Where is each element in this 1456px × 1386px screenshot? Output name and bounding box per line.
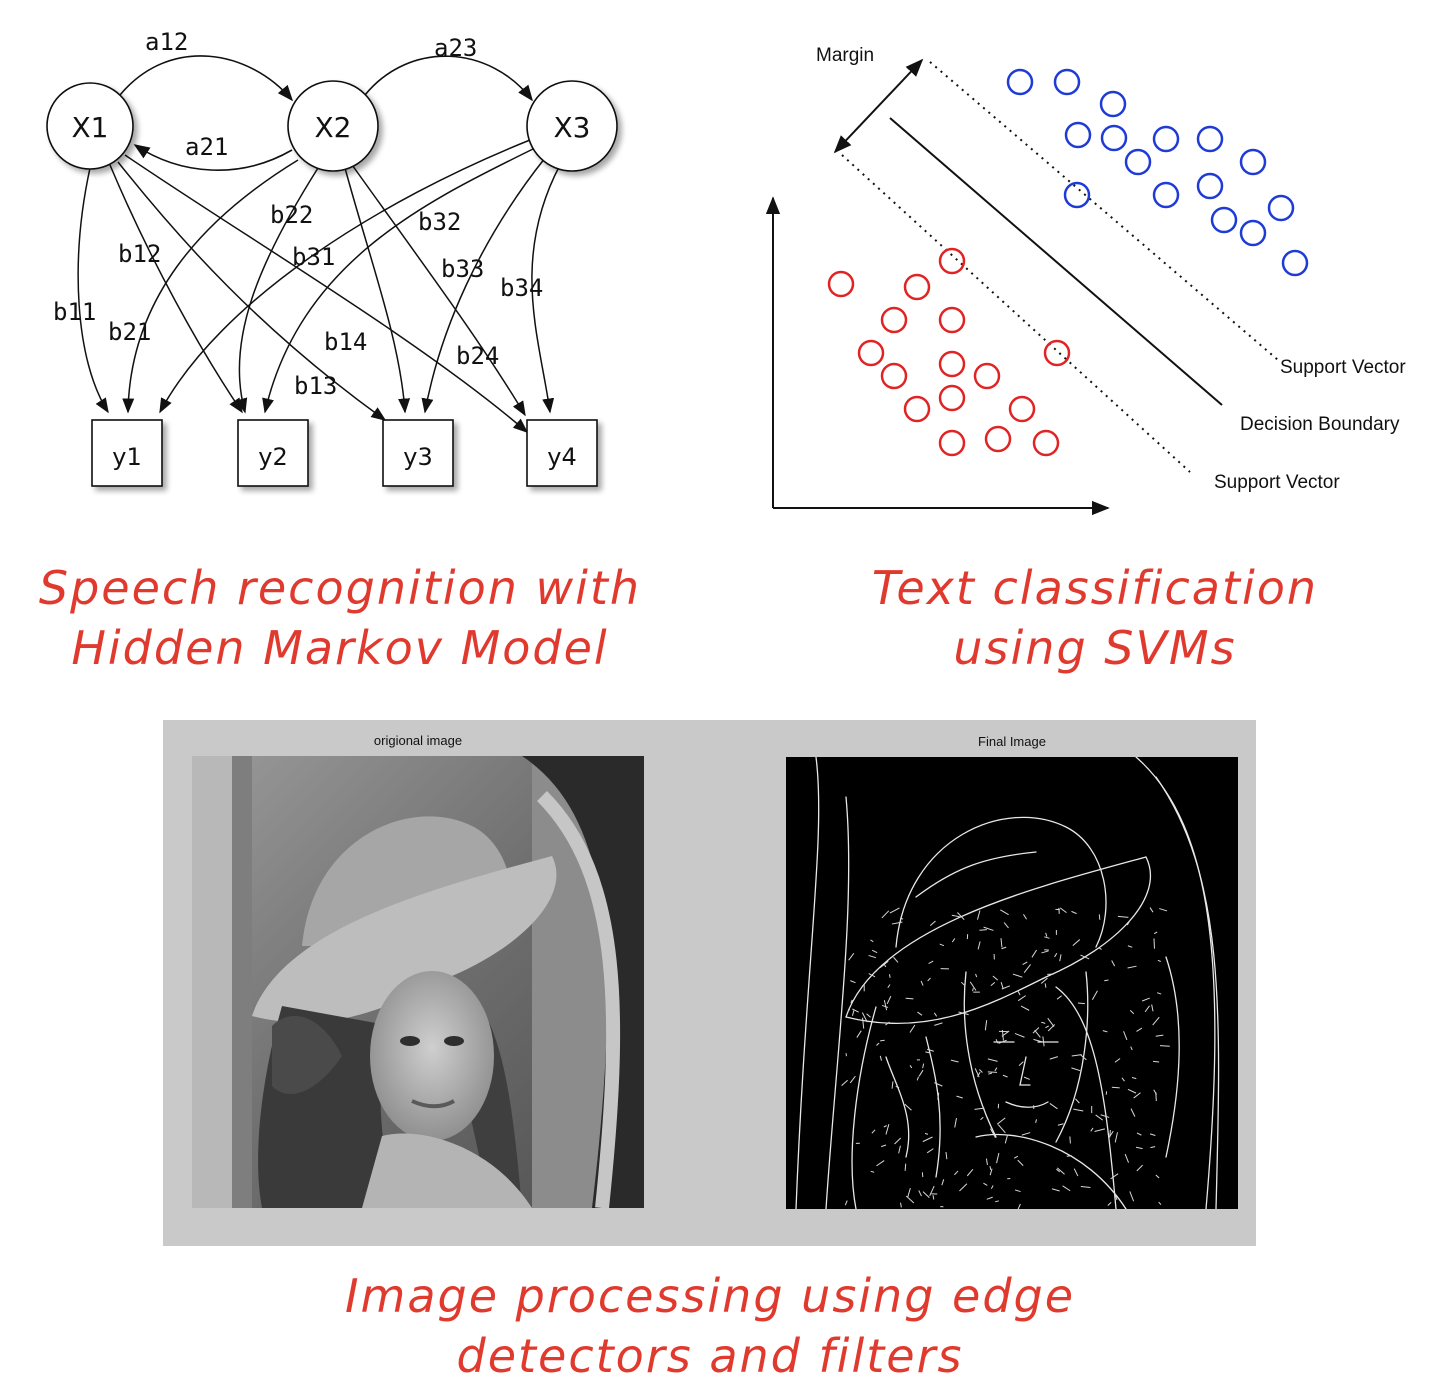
state-label-x2: X2	[315, 111, 352, 144]
edge-x2-y3	[345, 168, 405, 412]
class-a-point	[1055, 70, 1079, 94]
edge-detected-image	[786, 757, 1238, 1209]
label-b21: b21	[108, 318, 151, 346]
label-b14: b14	[324, 328, 367, 356]
decision-boundary-label: Decision Boundary	[1240, 414, 1400, 435]
edge-a12	[120, 56, 292, 100]
label-b33: b33	[441, 255, 484, 283]
class-b-point	[940, 431, 964, 455]
class-b-point	[905, 397, 929, 421]
right-image-title: Final Image	[786, 734, 1238, 749]
class-a-point	[1101, 92, 1125, 116]
edge-speckle	[880, 1040, 884, 1041]
caption-svm-line1: Text classification	[800, 558, 1390, 618]
support-vector-label-top: Support Vector	[1280, 357, 1406, 378]
caption-imaging: Image processing using edge detectors an…	[260, 1266, 1160, 1386]
obs-label-y3: y3	[403, 443, 432, 471]
edge-b12	[110, 165, 242, 412]
class-b-point	[1045, 341, 1069, 365]
edge-speckle	[1078, 1003, 1085, 1004]
class-a-point	[1283, 251, 1307, 275]
class-b-point	[1034, 431, 1058, 455]
label-a21: a21	[185, 133, 228, 161]
class-a-points	[1008, 70, 1307, 275]
svm-diagram: Margin Support Vector Decision Boundary …	[730, 0, 1456, 520]
class-b-point	[986, 427, 1010, 451]
class-a-point	[1198, 174, 1222, 198]
obs-label-y4: y4	[547, 443, 576, 471]
class-b-point	[975, 364, 999, 388]
class-b-point	[829, 272, 853, 296]
class-b-point	[940, 308, 964, 332]
edge-speckle	[1156, 1092, 1157, 1101]
caption-svm: Text classification using SVMs	[800, 558, 1390, 678]
edge-speckle	[1112, 1087, 1120, 1088]
class-a-point	[1102, 126, 1126, 150]
edge-b11	[78, 168, 108, 412]
class-a-point	[1241, 150, 1265, 174]
obs-label-y2: y2	[258, 443, 287, 471]
caption-svm-line2: using SVMs	[800, 618, 1390, 678]
image-processing-window: origional image Final Image	[163, 720, 1256, 1246]
class-b-point	[940, 386, 964, 410]
label-b13: b13	[294, 372, 337, 400]
edge-speckle	[890, 974, 891, 978]
obs-label-y1: y1	[112, 443, 141, 471]
class-a-point	[1008, 70, 1032, 94]
label-b11: b11	[53, 298, 96, 326]
label-b24: b24	[456, 342, 499, 370]
class-a-point	[1154, 127, 1178, 151]
class-b-point	[940, 249, 964, 273]
caption-hmm: Speech recognition with Hidden Markov Mo…	[10, 558, 670, 678]
margin-label: Margin	[816, 45, 874, 66]
label-b34: b34	[500, 274, 543, 302]
support-vector-line-bottom	[842, 155, 1190, 472]
hmm-diagram: X1 X2 X3 y1 y2 y3 y4 a12 a23 a21 b22 b32…	[0, 0, 700, 520]
edge-speckle	[979, 930, 986, 931]
original-image	[192, 756, 644, 1208]
class-b-point	[1010, 397, 1034, 421]
class-a-point	[1066, 123, 1090, 147]
class-b-points	[829, 249, 1069, 455]
margin-arrow	[835, 60, 922, 152]
class-a-point	[1198, 127, 1222, 151]
edge-a23	[365, 56, 532, 100]
state-label-x1: X1	[72, 111, 109, 144]
caption-imaging-line2: detectors and filters	[260, 1326, 1160, 1386]
label-b22: b22	[270, 201, 313, 229]
class-b-point	[882, 364, 906, 388]
class-b-point	[882, 308, 906, 332]
class-a-point	[1212, 208, 1236, 232]
class-a-point	[1241, 221, 1265, 245]
class-b-point	[940, 352, 964, 376]
left-image-title: origional image	[192, 733, 644, 748]
support-vector-line-top	[930, 62, 1278, 360]
caption-hmm-line2: Hidden Markov Model	[10, 618, 670, 678]
label-b32: b32	[418, 208, 461, 236]
class-a-point	[1154, 183, 1178, 207]
support-vector-label-bottom: Support Vector	[1214, 472, 1340, 493]
edge-speckle	[905, 1164, 906, 1171]
label-b12: b12	[118, 240, 161, 268]
caption-imaging-line1: Image processing using edge	[260, 1266, 1160, 1326]
class-a-point	[1269, 196, 1293, 220]
label-b31: b31	[292, 243, 335, 271]
edge-speckle	[1070, 1136, 1071, 1143]
edge-speckle	[1153, 1061, 1159, 1062]
class-b-point	[905, 275, 929, 299]
class-b-point	[859, 341, 883, 365]
state-label-x3: X3	[554, 111, 591, 144]
label-a23: a23	[434, 34, 477, 62]
caption-hmm-line1: Speech recognition with	[10, 558, 670, 618]
edge-speckle	[990, 1166, 991, 1170]
edge-b13	[118, 162, 385, 420]
class-a-point	[1126, 150, 1150, 174]
edge-speckle	[1160, 1046, 1170, 1047]
edge-b24	[350, 162, 525, 415]
label-a12: a12	[145, 28, 188, 56]
